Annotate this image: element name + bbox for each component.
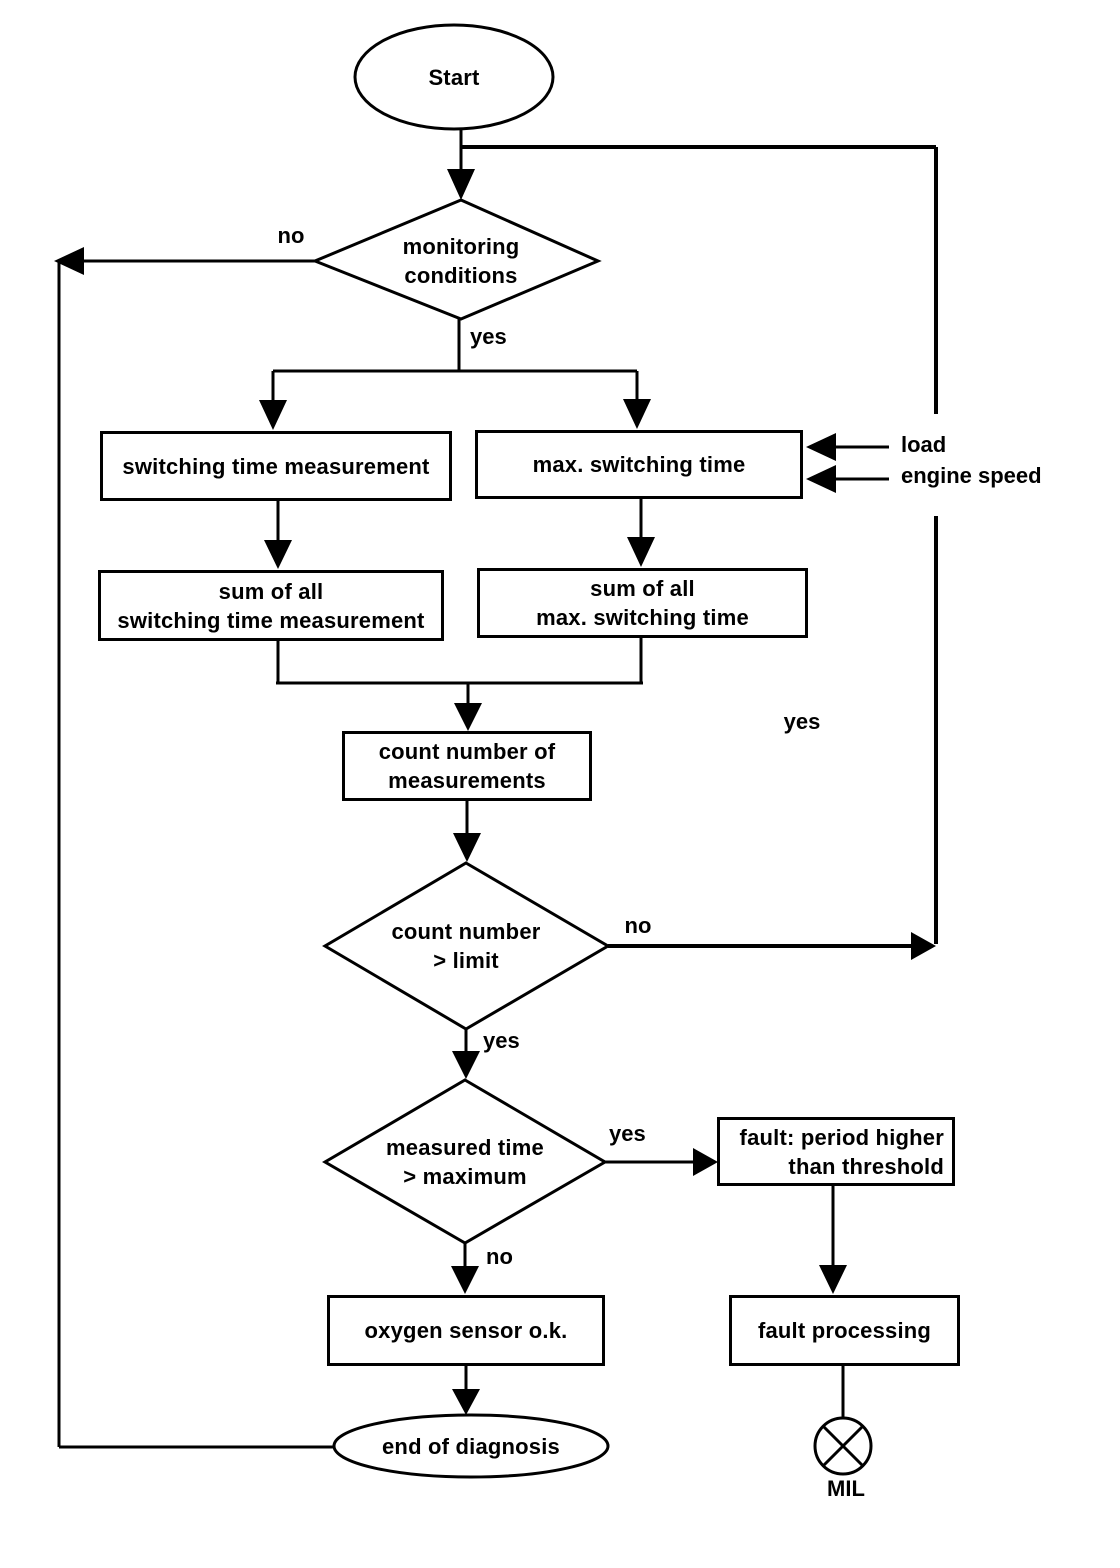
process-fault-period: fault: period higher than threshold [717, 1117, 955, 1186]
label-monitoring-yes: yes [470, 324, 507, 349]
edge-monitoring-yes-split [259, 319, 651, 430]
start-terminal: Start [355, 27, 553, 127]
label-measured-yes: yes [609, 1121, 646, 1146]
decision-measured-time: measured time > maximum [345, 1130, 585, 1194]
edge-start-to-monitoring [447, 129, 475, 200]
label-count-no: no [624, 913, 652, 938]
process-label-line1: sum of all [218, 578, 324, 604]
process-max-switching-time: max. switching time [475, 430, 803, 499]
label-mil: MIL [827, 1476, 865, 1501]
edge-loop-back-right [461, 145, 938, 944]
decision-count-limit: count number > limit [356, 914, 576, 978]
label-load: load [901, 432, 947, 457]
process-switching-time-measurement: switching time measurement [100, 431, 452, 501]
decision-label-line2: > limit [433, 948, 499, 973]
process-label-line2: measurements [388, 768, 546, 793]
label-count-yes: yes [483, 1028, 520, 1053]
mil-lamp-icon [813, 1416, 873, 1476]
process-label-line1: sum of all [590, 576, 695, 601]
label-monitoring-no: no [277, 223, 305, 248]
decision-label-line2: conditions [404, 263, 518, 288]
edge-monitoring-no-loop [54, 247, 335, 1449]
process-oxygen-sensor-ok: oxygen sensor o.k. [327, 1295, 605, 1366]
start-ellipse [353, 23, 555, 131]
edge-max-to-sum [627, 499, 655, 567]
process-label-line2: switching time measurement [117, 607, 425, 633]
process-label-line2: than threshold [788, 1153, 944, 1179]
edge-measured-yes [605, 1148, 718, 1176]
edge-ok-to-end [452, 1366, 480, 1415]
edge-fault-to-processing [819, 1186, 847, 1294]
label-engine-speed: engine speed [901, 463, 1042, 488]
edge-count-no [608, 932, 936, 960]
count-limit-diamond [322, 861, 611, 1031]
decision-label-line1: monitoring [402, 234, 520, 259]
label-loop-back-yes: yes [783, 709, 821, 734]
decision-label-line1: count number [391, 919, 541, 944]
measured-time-diamond [322, 1078, 608, 1245]
edge-engine-speed-input [806, 465, 889, 493]
edge-count-yes [452, 1029, 480, 1079]
terminal-label: Start [428, 64, 480, 90]
decision-label-line1: measured time [386, 1135, 544, 1160]
edge-switching-to-sum [264, 501, 292, 569]
process-sum-switching-time: sum of all switching time measurement [98, 570, 444, 641]
edge-measured-no [451, 1243, 479, 1294]
process-label: max. switching time [532, 452, 746, 477]
process-label-line1: fault: period higher [739, 1124, 944, 1150]
process-label: switching time measurement [122, 453, 430, 479]
process-fault-processing: fault processing [729, 1295, 960, 1366]
edge-count-to-limit [453, 801, 481, 862]
process-sum-max-switching-time: sum of all max. switching time [477, 568, 808, 638]
end-ellipse [332, 1413, 610, 1479]
process-label: fault processing [757, 1318, 932, 1343]
process-label: oxygen sensor o.k. [364, 1318, 568, 1343]
process-label-line1: count number of [378, 739, 556, 764]
edge-merge-to-count [276, 638, 643, 731]
monitoring-conditions-diamond [311, 198, 602, 321]
decision-monitoring-conditions: monitoring conditions [358, 229, 564, 293]
terminal-label: end of diagnosis [382, 1433, 560, 1459]
process-count-measurements: count number of measurements [342, 731, 592, 801]
process-label-line2: max. switching time [536, 605, 749, 630]
end-terminal: end of diagnosis [336, 1417, 606, 1475]
edge-load-input [806, 433, 889, 461]
decision-label-line2: > maximum [403, 1164, 527, 1189]
label-measured-no: no [486, 1244, 513, 1269]
